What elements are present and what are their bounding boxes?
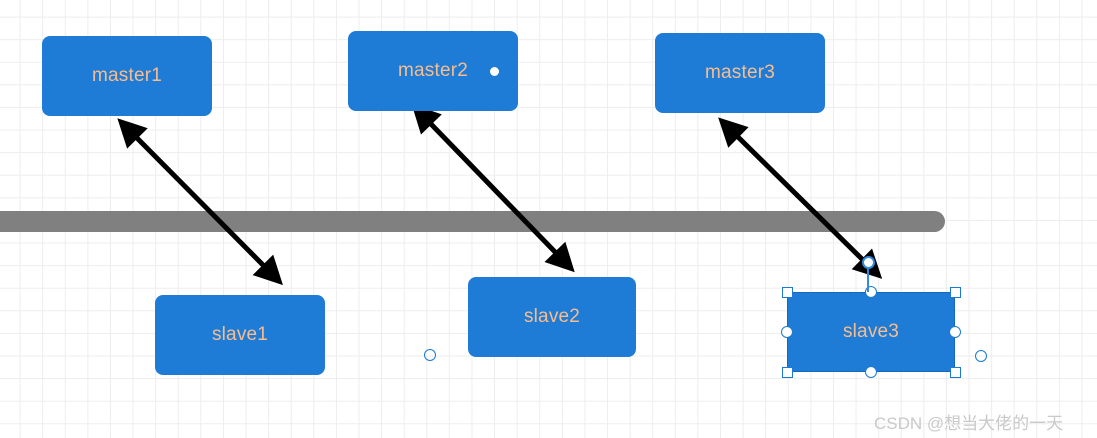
node-master1[interactable]: master1 [42, 36, 212, 116]
resize-handle-bottom-right[interactable] [949, 366, 961, 378]
rotation-handle[interactable] [861, 255, 875, 269]
resize-handle-top-right[interactable] [949, 286, 961, 298]
node-label-master2: master2 [397, 60, 469, 81]
node-marker-dot-icon [490, 67, 499, 76]
rotation-handle-stem [867, 268, 869, 292]
node-label-master3: master3 [704, 62, 776, 83]
resize-handle-bottom-center[interactable] [865, 366, 877, 378]
node-label-slave1: slave1 [211, 324, 269, 345]
connector-master1-slave1[interactable] [117, 118, 283, 286]
connection-anchor-right[interactable] [975, 350, 987, 362]
connection-anchor-left[interactable] [424, 349, 436, 361]
node-master2[interactable]: master2 [348, 31, 518, 111]
connector-master2-slave2[interactable] [411, 103, 575, 273]
resize-handle-top-left[interactable] [781, 286, 793, 298]
resize-handle-middle-left[interactable] [781, 326, 793, 338]
node-slave2[interactable]: slave2 [468, 277, 636, 357]
node-label-master1: master1 [91, 65, 163, 86]
node-master3[interactable]: master3 [655, 33, 825, 113]
resize-handle-middle-right[interactable] [949, 326, 961, 338]
node-slave3[interactable]: slave3 [787, 292, 955, 372]
watermark: CSDN @想当大佬的一天 [874, 414, 1064, 433]
connector-master3-slave3[interactable] [718, 117, 883, 279]
node-label-slave3: slave3 [842, 321, 900, 342]
node-label-slave2: slave2 [523, 306, 581, 327]
bus-bar[interactable] [0, 211, 945, 232]
node-slave1[interactable]: slave1 [155, 295, 325, 375]
resize-handle-bottom-left[interactable] [781, 366, 793, 378]
